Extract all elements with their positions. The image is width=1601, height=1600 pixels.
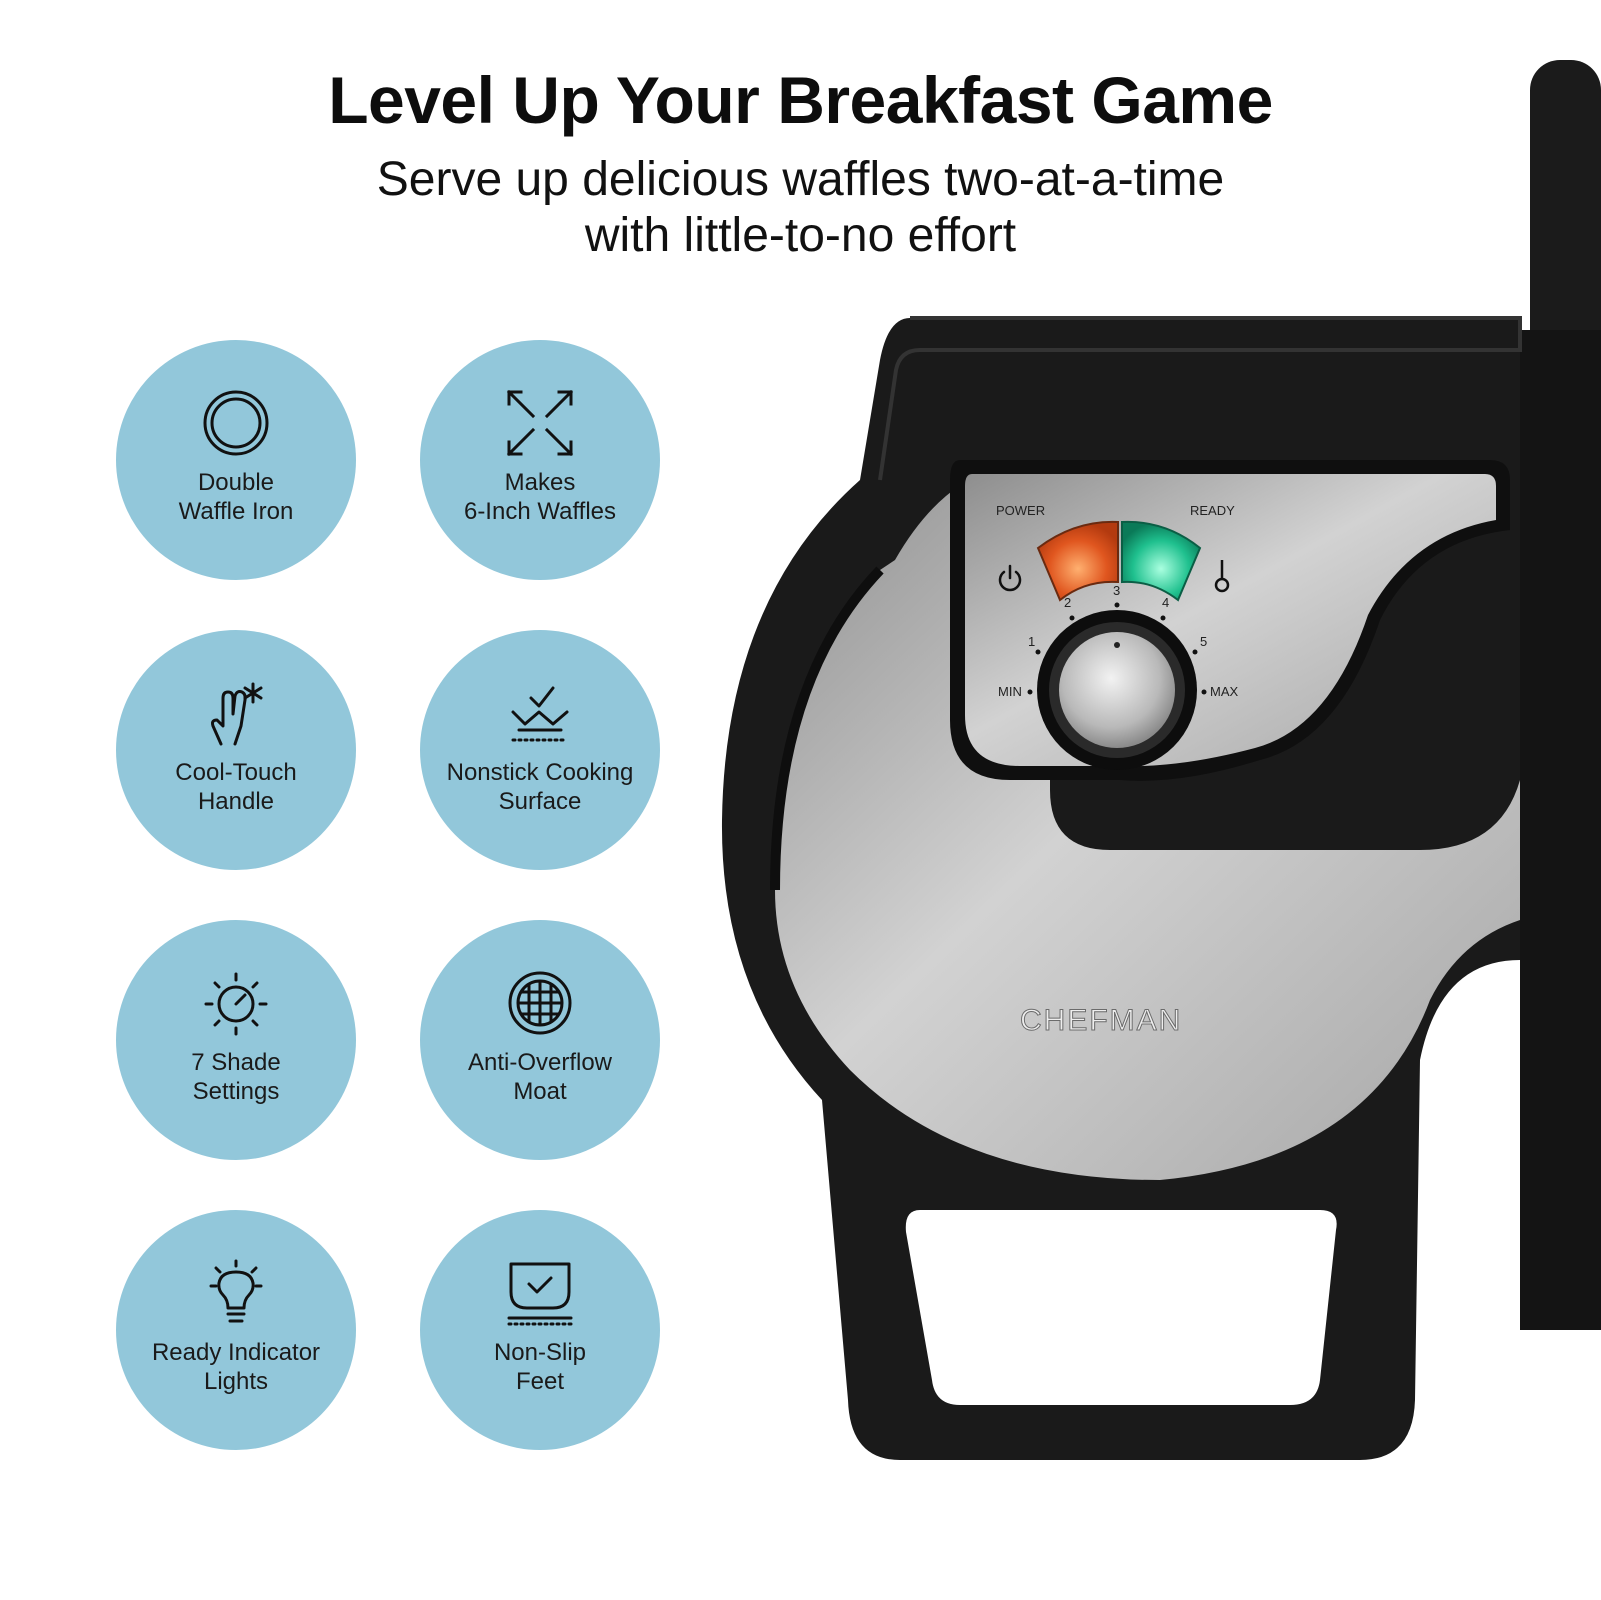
non-slip-feet-icon — [505, 1258, 575, 1328]
subheadline-line-2: with little-to-no effort — [584, 209, 1017, 262]
dial-mark-4: 4 — [1162, 595, 1169, 610]
double-circle-icon — [201, 388, 271, 458]
ready-label: READY — [1190, 503, 1235, 518]
shade-dial-icon — [201, 968, 271, 1038]
waffle-maker-image: POWER READY 1 2 3 4 5 MIN MAX — [720, 60, 1601, 1500]
dial-mark-1: 1 — [1028, 634, 1035, 649]
headline: Level Up Your Breakfast Game — [328, 63, 1273, 137]
dial-mark-3: 3 — [1113, 583, 1120, 598]
waffle-grid-icon — [505, 968, 575, 1038]
brand-logo: CHEFMAN — [1020, 1004, 1182, 1037]
cool-touch-hand-icon — [201, 678, 271, 748]
dial-mark-2: 2 — [1064, 595, 1071, 610]
thermometer-icon — [1214, 560, 1230, 593]
lightbulb-icon — [201, 1258, 271, 1328]
nonstick-surface-icon — [505, 678, 575, 748]
subheadline-line-1: Serve up delicious waffles two-at-a-time — [376, 153, 1225, 206]
power-icon — [998, 564, 1022, 592]
power-label: POWER — [996, 503, 1045, 518]
min-label: MIN — [998, 684, 1022, 699]
shade-dial-knob[interactable] — [1037, 610, 1197, 770]
expand-arrows-icon — [505, 388, 575, 458]
dial-mark-5: 5 — [1200, 634, 1207, 649]
max-label: MAX — [1210, 684, 1239, 699]
